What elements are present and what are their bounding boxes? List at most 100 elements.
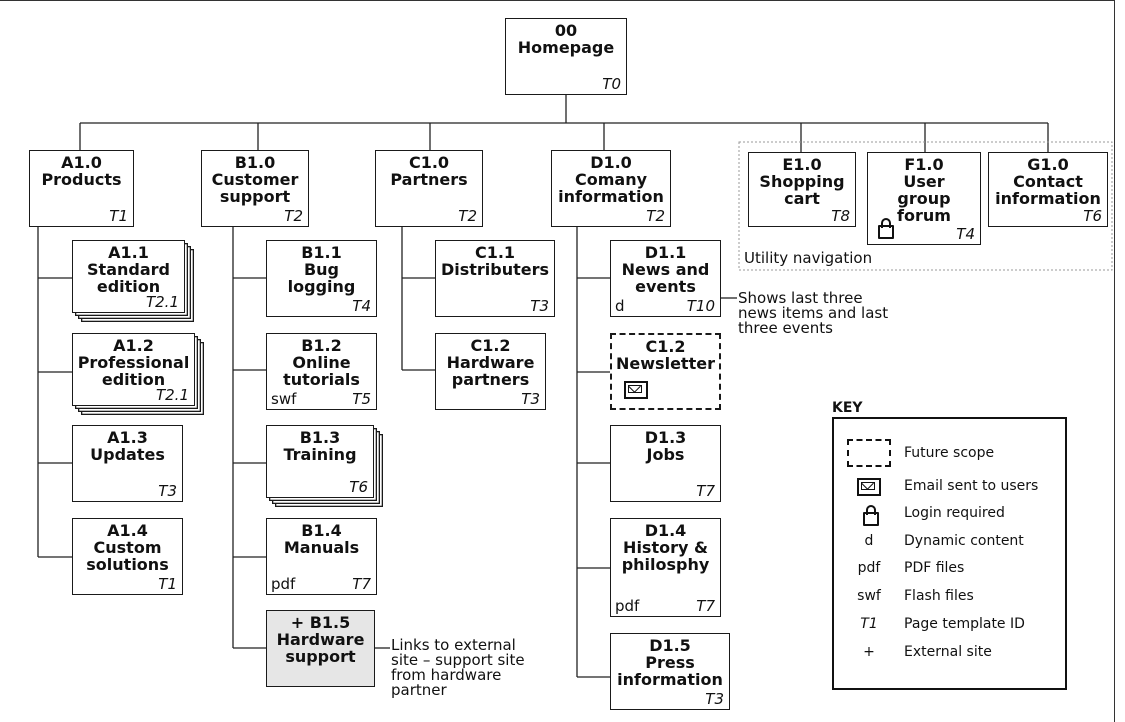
key-row-swf: swf Flash files [834,584,1065,610]
template-id: T3 [705,690,724,708]
node-distributers[interactable]: C1.1 Distributers T3 [435,240,555,317]
key-label: Flash files [904,588,974,604]
template-id: T4 [956,225,975,243]
node-title: D1.3 Jobs [644,428,687,464]
template-id: T7 [352,575,371,593]
template-id: T8 [831,207,850,225]
node-updates[interactable]: A1.3 Updates T3 [72,425,183,502]
node-title: B1.1 Bug logging [287,243,356,296]
key-row-external: + External site [834,640,1065,666]
media-pdf: pdf [615,597,640,615]
template-id: T3 [530,297,549,315]
key-row-email: Email sent to users [834,474,1065,500]
node-contact-information[interactable]: G1.0 Contact information T6 [988,152,1108,227]
node-hardware-partners[interactable]: C1.2 Hardware partners T3 [435,333,546,410]
key-label: PDF files [904,560,965,576]
utility-navigation-label: Utility navigation [744,249,873,267]
key-row-dynamic: d Dynamic content [834,529,1065,555]
node-title: E1.0 Shopping cart [759,155,845,208]
node-hardware-support[interactable]: + B1.5 Hardware support [266,610,375,687]
node-customer-support[interactable]: B1.0 Customer support T2 [201,150,309,227]
note-hardware-support: Links to external site – support site fr… [391,636,525,699]
node-partners[interactable]: C1.0 Partners T2 [375,150,483,227]
key-legend: Future scope Email sent to users Login r… [832,417,1067,690]
node-title: C1.2 Newsletter [616,337,715,373]
template-id: T2 [458,207,477,225]
node-title: + B1.5 Hardware support [276,613,365,666]
key-title: KEY [832,400,863,416]
node-professional-edition[interactable]: A1.2 Professional edition T2.1 [72,333,195,406]
template-id: T1 [158,575,177,593]
key-row-pdf: pdf PDF files [834,556,1065,582]
key-row-future-scope: Future scope [834,439,1065,467]
node-title: G1.0 Contact information [995,155,1101,208]
node-custom-solutions[interactable]: A1.4 Custom solutions T1 [72,518,183,595]
node-title: F1.0 User group forum [897,155,951,225]
node-news-and-events[interactable]: D1.1 News and events d T10 [610,240,721,317]
note-news-events: Shows last three news items and last thr… [738,289,889,337]
email-icon [624,381,648,399]
key-symbol: T1 [860,616,878,632]
node-title: C1.1 Distributers [440,243,550,279]
node-shopping-cart[interactable]: E1.0 Shopping cart T8 [748,152,856,227]
node-title: A1.2 Professional edition [77,336,190,389]
node-title: A1.1 Standard edition [87,243,170,296]
template-id: T3 [158,482,177,500]
node-jobs[interactable]: D1.3 Jobs T7 [610,425,721,502]
template-id: T4 [352,297,371,315]
media-dynamic: d [615,297,625,315]
template-id: T0 [602,75,621,93]
template-id: T7 [696,482,715,500]
template-id: T1 [109,207,128,225]
key-symbol: d [864,533,874,549]
node-newsletter[interactable]: C1.2 Newsletter [610,333,721,410]
key-label: External site [904,644,992,660]
node-title: B1.4 Manuals [283,521,360,557]
node-title: A1.3 Updates [90,428,165,464]
template-id: T10 [686,297,715,315]
key-symbol: + [863,644,875,660]
dashed-box-icon [847,439,891,467]
node-training[interactable]: B1.3 Training T6 [266,425,374,498]
node-homepage[interactable]: 00 Homepage T0 [505,18,627,95]
template-id: T3 [521,390,540,408]
template-id: T7 [696,597,715,615]
node-products[interactable]: A1.0 Products T1 [29,150,134,227]
node-title: C1.2 Hardware partners [446,336,535,389]
key-symbol: pdf [857,560,881,576]
key-label: Page template ID [904,616,1025,632]
node-company-information[interactable]: D1.0 Comany information T2 [551,150,671,227]
template-id: T6 [1083,207,1102,225]
template-id: T2 [284,207,303,225]
template-id: T2 [646,207,665,225]
key-row-login: Login required [834,501,1065,527]
media-swf: swf [271,390,297,408]
node-history-philosophy[interactable]: D1.4 History & philosphy pdf T7 [610,518,721,617]
node-title: B1.0 Customer support [211,153,299,206]
template-id: T2.1 [155,386,189,404]
template-id: T6 [349,478,368,496]
node-title: B1.3 Training [283,428,357,464]
node-title: D1.0 Comany information [558,153,664,206]
node-standard-edition[interactable]: A1.1 Standard edition T2.1 [72,240,185,313]
lock-icon [878,218,894,239]
node-title: D1.4 History & philosphy [621,521,710,574]
node-title: B1.2 Online tutorials [283,336,360,389]
node-bug-logging[interactable]: B1.1 Bug logging T4 [266,240,377,317]
node-title: C1.0 Partners [390,153,468,189]
media-pdf: pdf [271,575,296,593]
key-symbol: swf [857,588,881,604]
node-title: 00 Homepage [517,21,615,57]
node-title: A1.4 Custom solutions [86,521,169,574]
key-label: Email sent to users [904,478,1039,494]
node-user-group-forum[interactable]: F1.0 User group forum T4 [867,152,981,245]
lock-icon [863,505,879,526]
node-press-information[interactable]: D1.5 Press information T3 [610,633,730,710]
node-manuals[interactable]: B1.4 Manuals pdf T7 [266,518,377,595]
node-title: D1.1 News and events [621,243,710,296]
template-id: T5 [352,390,371,408]
node-online-tutorials[interactable]: B1.2 Online tutorials swf T5 [266,333,377,410]
template-id: T2.1 [145,293,179,311]
